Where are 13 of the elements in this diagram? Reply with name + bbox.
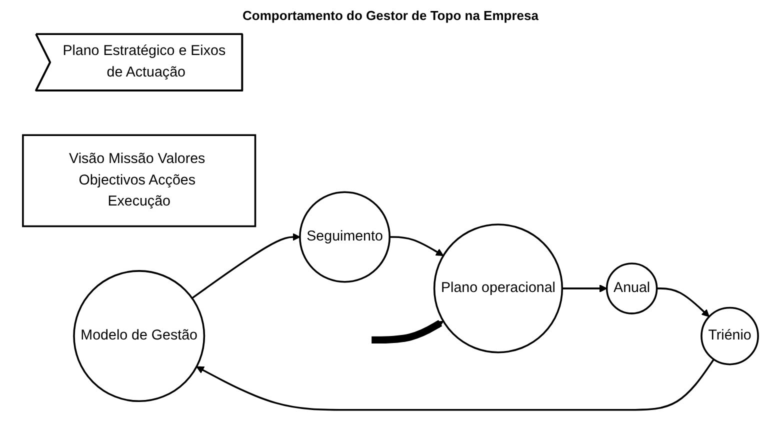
arrow (192, 233, 300, 299)
arrow (372, 320, 444, 344)
node-circle: Modelo de Gestão (73, 270, 206, 402)
diagram-title: Comportamento do Gestor de Topo na Empresa (242, 7, 540, 25)
node-circle: Triénio (700, 306, 759, 366)
arrow (390, 236, 444, 256)
arrow (656, 288, 710, 318)
node-circle: Plano operacional (433, 224, 564, 354)
arrow (196, 358, 715, 411)
node-circle: Seguimento (299, 191, 391, 283)
node-box: Visão Missão Valores Objectivos Acções Execução (22, 134, 256, 228)
arrow (562, 284, 608, 292)
node-circle: Anual (606, 262, 658, 314)
